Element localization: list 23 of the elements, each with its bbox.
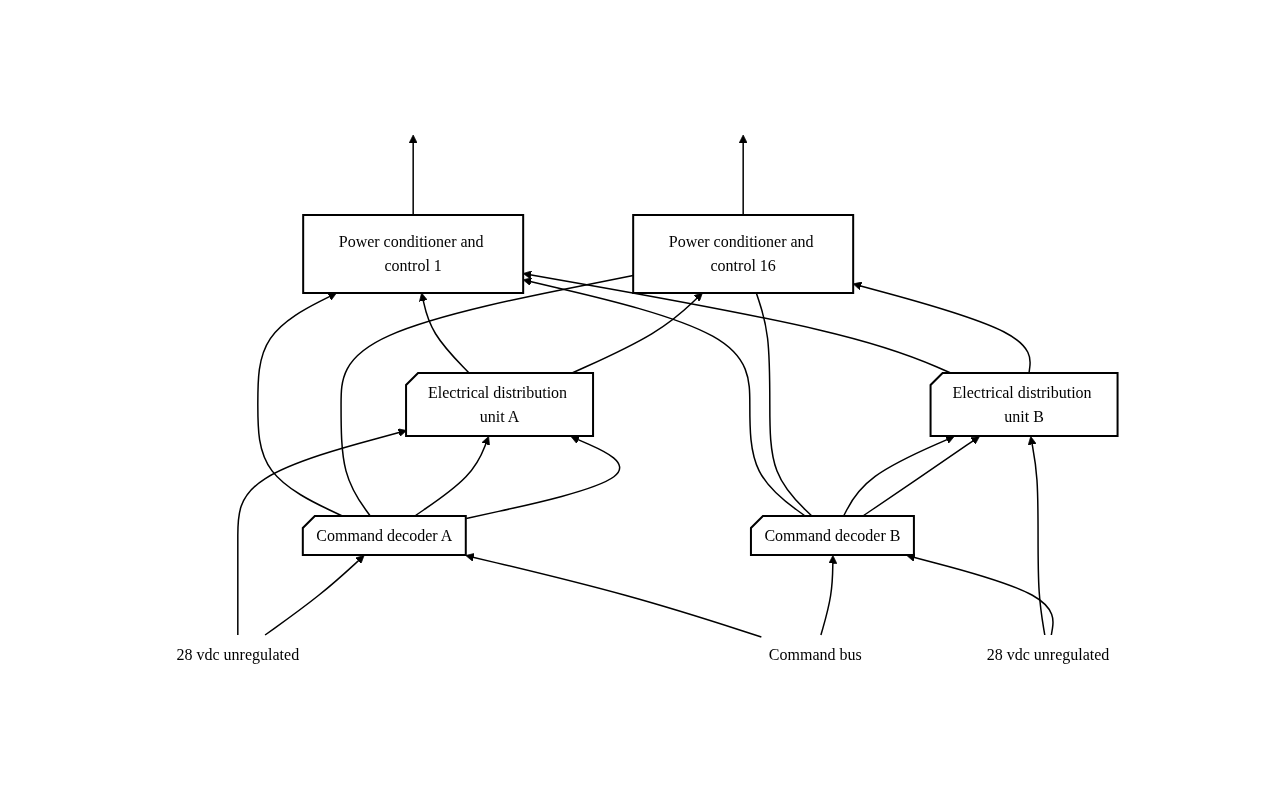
arrow xyxy=(465,435,621,520)
unit-box: Command decoder B xyxy=(750,515,916,556)
unit-box: Electrical distribution unit B xyxy=(929,372,1119,437)
arrow xyxy=(739,134,748,216)
input-label: Command bus xyxy=(769,645,862,663)
arrow xyxy=(409,134,418,216)
unit-box: Command decoder A xyxy=(302,515,467,556)
unit-box: Electrical distribution unit A xyxy=(405,372,595,437)
arrow xyxy=(861,436,981,518)
process-box: Power conditioner and control 1 xyxy=(302,214,525,294)
input-label: 28 vdc unregulated xyxy=(176,645,300,663)
arrow xyxy=(264,555,365,636)
arrow xyxy=(523,277,807,518)
arrow xyxy=(465,553,763,638)
arrow xyxy=(1028,436,1046,636)
arrow xyxy=(853,281,1032,375)
arrow xyxy=(413,436,491,518)
input-label: 28 vdc unregulated xyxy=(986,645,1110,663)
arrow xyxy=(906,553,1055,636)
arrow xyxy=(820,555,838,636)
arrow xyxy=(419,292,471,375)
arrow xyxy=(842,435,955,518)
process-box: Power conditioner and control 16 xyxy=(632,214,855,294)
